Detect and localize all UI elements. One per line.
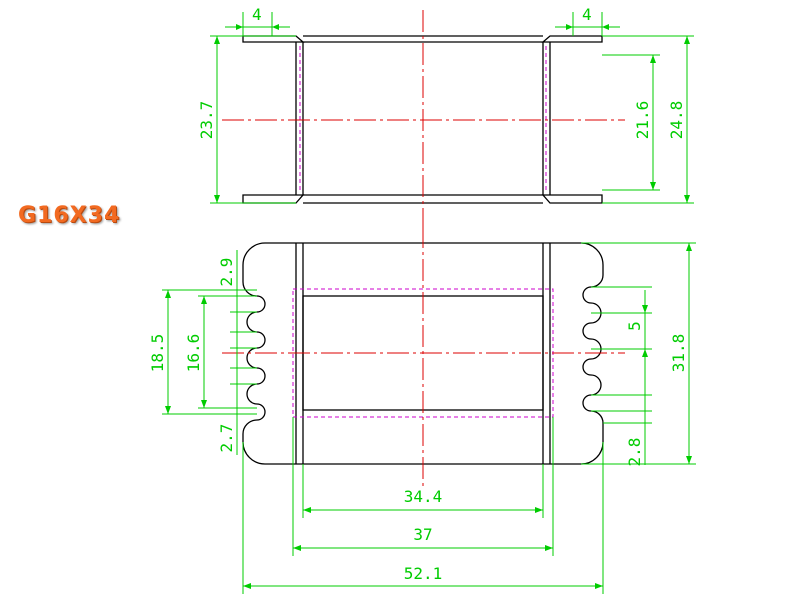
drawing-title: G16X34 [18,203,121,228]
dim-top-flange-right: 4 [582,5,592,24]
dim-bottom-pitch-right: 5 [625,321,644,331]
dim-bottom-outer-span-left: 18.5 [148,334,167,373]
top-view-centerlines [222,10,625,228]
bottom-view-centerlines [222,226,625,488]
top-left-flange-lower [242,194,305,204]
dim-top-flange-left: 4 [252,5,262,24]
dim-bottom-inner-span-left: 16.6 [184,334,203,373]
top-right-flange-lower [541,194,603,204]
bottom-left-flange [242,242,296,465]
top-view-hidden-lines [299,46,547,192]
dimension-arrows [165,24,692,589]
dim-bottom-height-right: 31.8 [669,334,688,373]
dim-width-mid: 37 [413,525,432,544]
dim-width-outer: 52.1 [404,564,443,583]
dim-top-inner-height-right: 21.6 [633,101,652,140]
dimension-lines [162,12,696,594]
dim-width-inner: 34.4 [404,487,443,506]
top-left-flange-upper [242,35,305,43]
dim-bottom-slot-bottom: 2.7 [217,424,236,453]
dim-bottom-edge-right: 2.8 [625,438,644,467]
top-right-flange-upper [541,35,603,43]
dimension-labels: 4 4 23.7 21.6 24.8 2.9 2.7 18.5 16.6 5 3… [148,5,688,583]
dim-bottom-slot-top: 2.9 [217,258,236,287]
dim-top-height-left: 23.7 [197,101,216,140]
dim-top-outer-height-right: 24.8 [667,101,686,140]
